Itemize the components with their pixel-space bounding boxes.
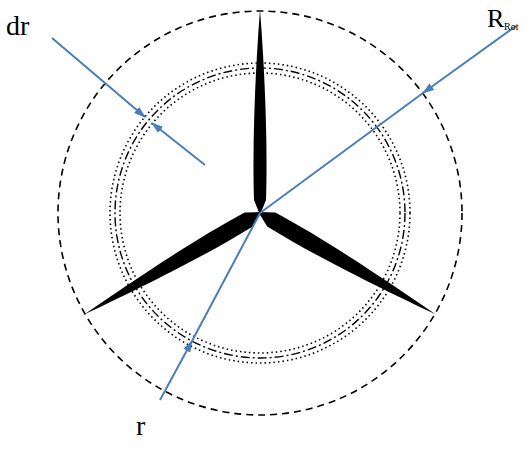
leader-lines: [52, 26, 516, 400]
radius-label: R: [487, 6, 504, 32]
dimension-label: dr: [6, 12, 29, 40]
radius-label: r: [136, 412, 145, 440]
radius-subscript: Rot: [504, 22, 518, 32]
blades: [80, 10, 440, 322]
rotor-circle: [58, 11, 462, 415]
